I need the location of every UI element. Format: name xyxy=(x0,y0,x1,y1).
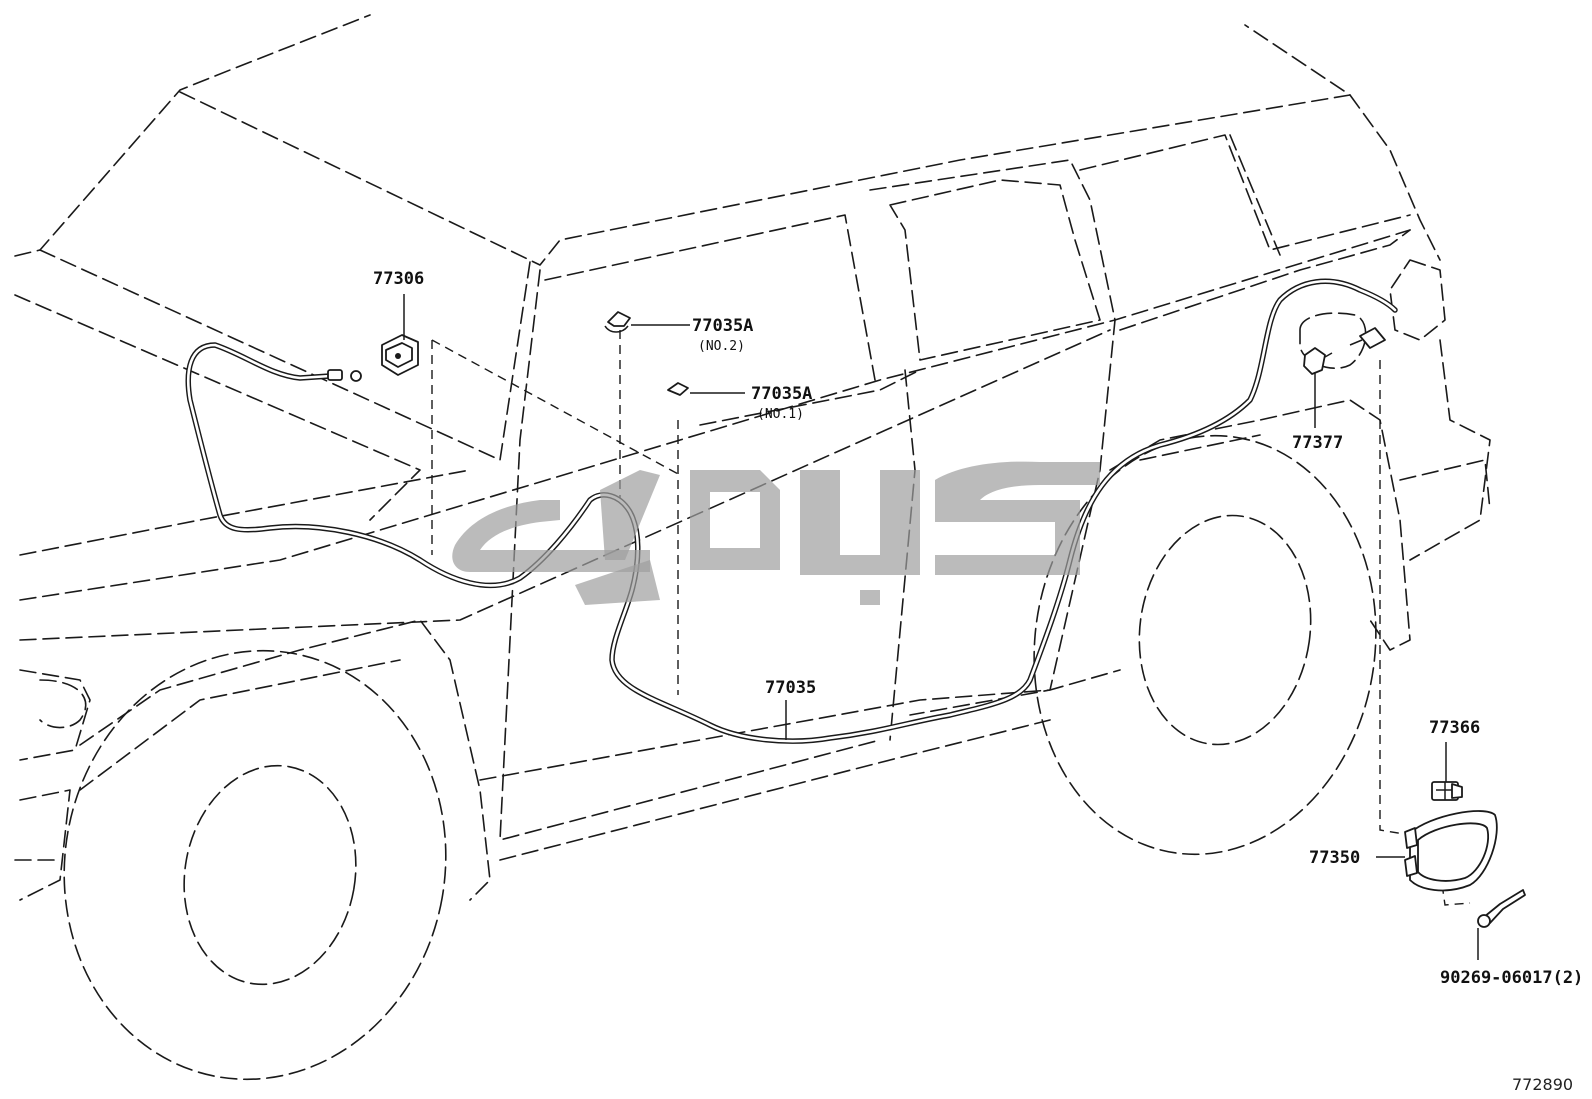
part-labels: 77306 77035A (NO.2) 77035A (NO.1) 77035 … xyxy=(373,269,1583,1094)
figure-code: 772890 xyxy=(1512,1075,1573,1094)
label-77035A-no2: 77035A xyxy=(692,316,753,336)
sublabel-no2: (NO.2) xyxy=(698,339,745,354)
screw-icon xyxy=(1477,889,1526,928)
label-77306: 77306 xyxy=(373,269,424,289)
label-77350: 77350 xyxy=(1309,848,1360,868)
sublabel-no1: (NO.1) xyxy=(757,407,804,422)
cable-clamp-no1-icon xyxy=(667,382,689,396)
guide-lines xyxy=(431,330,1471,906)
label-90269: 90269-06017(2) xyxy=(1440,968,1583,988)
fuel-lid-cable xyxy=(185,278,1398,744)
label-77035: 77035 xyxy=(765,678,816,698)
leader-lines xyxy=(403,294,1479,960)
label-77377: 77377 xyxy=(1292,433,1343,453)
watermark-logo xyxy=(452,461,1100,605)
cable-clamp-no2-icon xyxy=(604,311,631,333)
hinge-clip-icon xyxy=(1431,781,1463,801)
label-77035A-no1: 77035A xyxy=(751,384,812,404)
lock-assembly-icon xyxy=(1303,347,1333,375)
fuel-lid-icon xyxy=(1404,810,1498,892)
fuel-opener-lever-icon xyxy=(381,334,419,376)
label-77366: 77366 xyxy=(1429,718,1480,738)
